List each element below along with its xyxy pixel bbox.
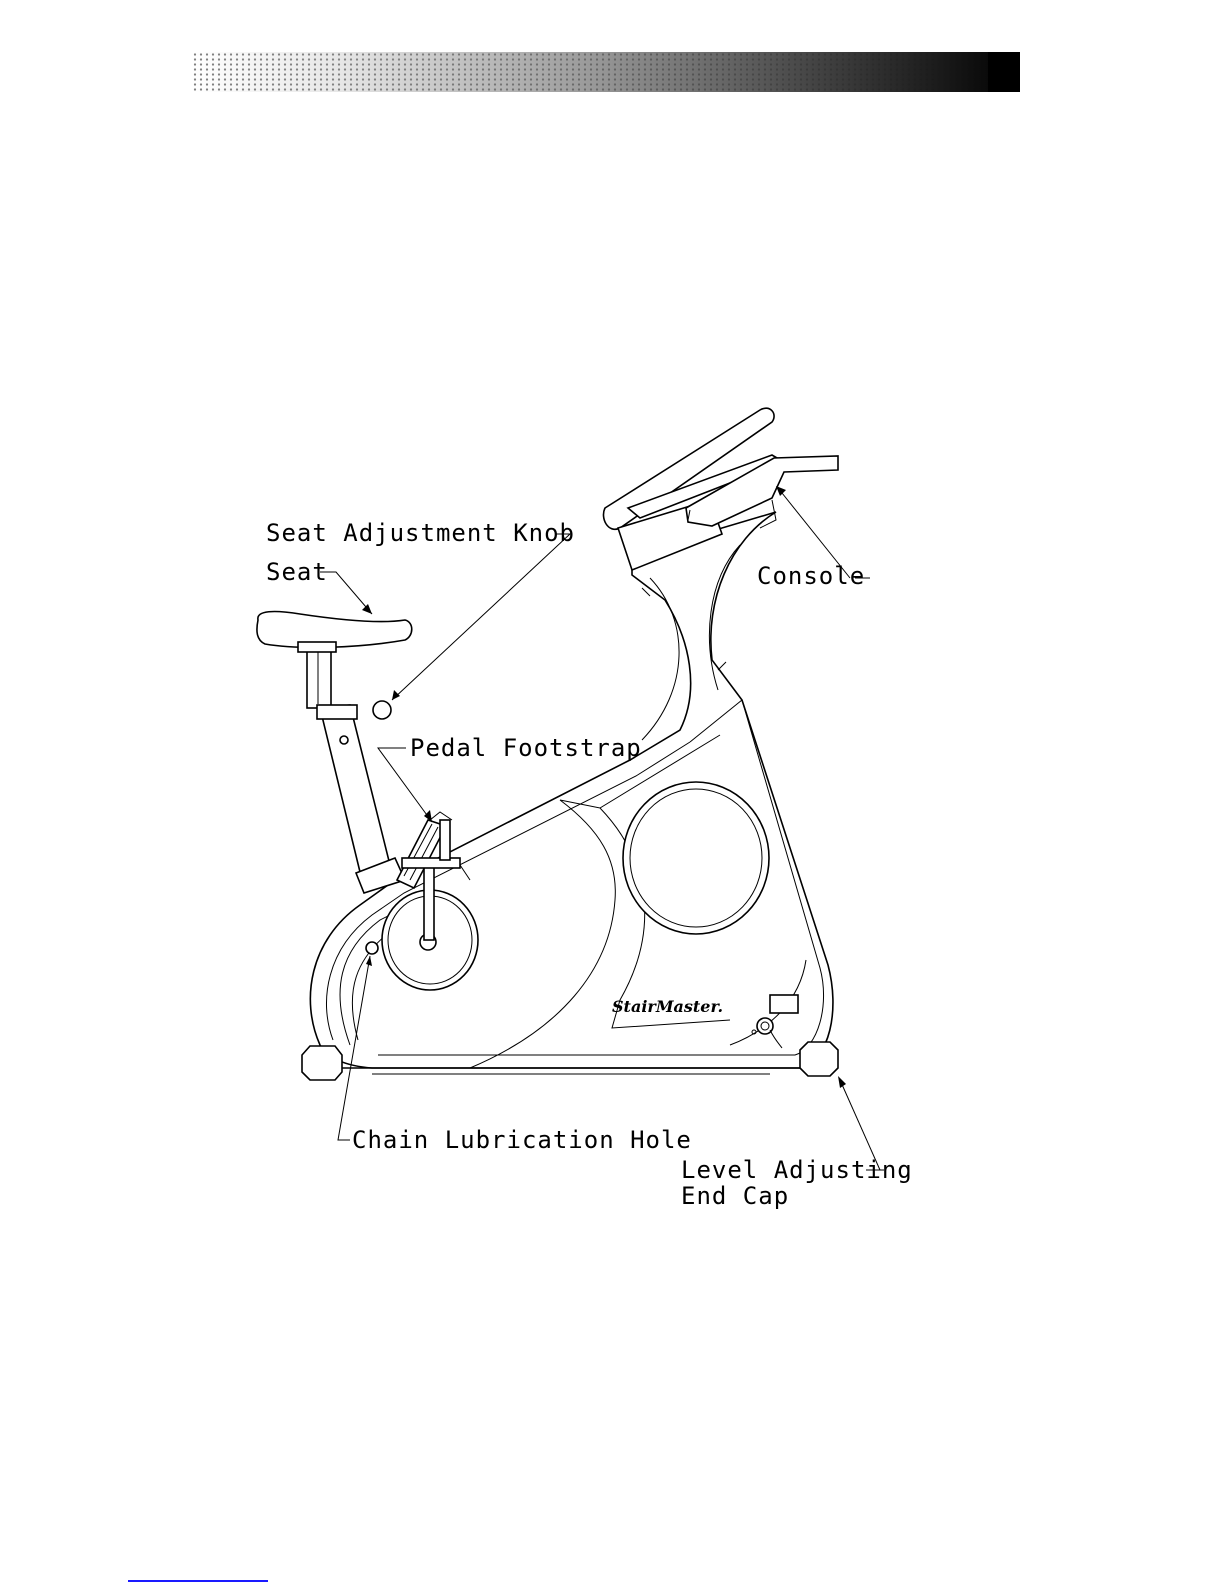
label-seat: Seat [266,558,328,586]
seat-adjustment-knob [373,701,391,719]
footer-link-underline [128,1580,268,1582]
level-adjusting-end-cap [800,1042,838,1076]
label-seat-adjustment-knob: Seat Adjustment Knob [266,519,575,547]
bike-frame [310,512,833,1068]
label-level-adjusting-line2: End Cap [681,1182,789,1210]
label-pedal-footstrap: Pedal Footstrap [410,734,642,762]
label-chain-lubrication-hole: Chain Lubrication Hole [352,1126,692,1154]
chain-lubrication-hole [366,942,378,954]
flywheel-window [623,782,769,934]
callout-level-adjusting-end-cap: Level Adjusting End Cap [681,1076,913,1210]
callout-console: Console [757,486,870,590]
seat-assembly [257,612,412,893]
callout-seat: Seat [266,558,372,614]
front-foot [302,1046,342,1080]
brand-logo: StairMaster. [612,997,723,1016]
